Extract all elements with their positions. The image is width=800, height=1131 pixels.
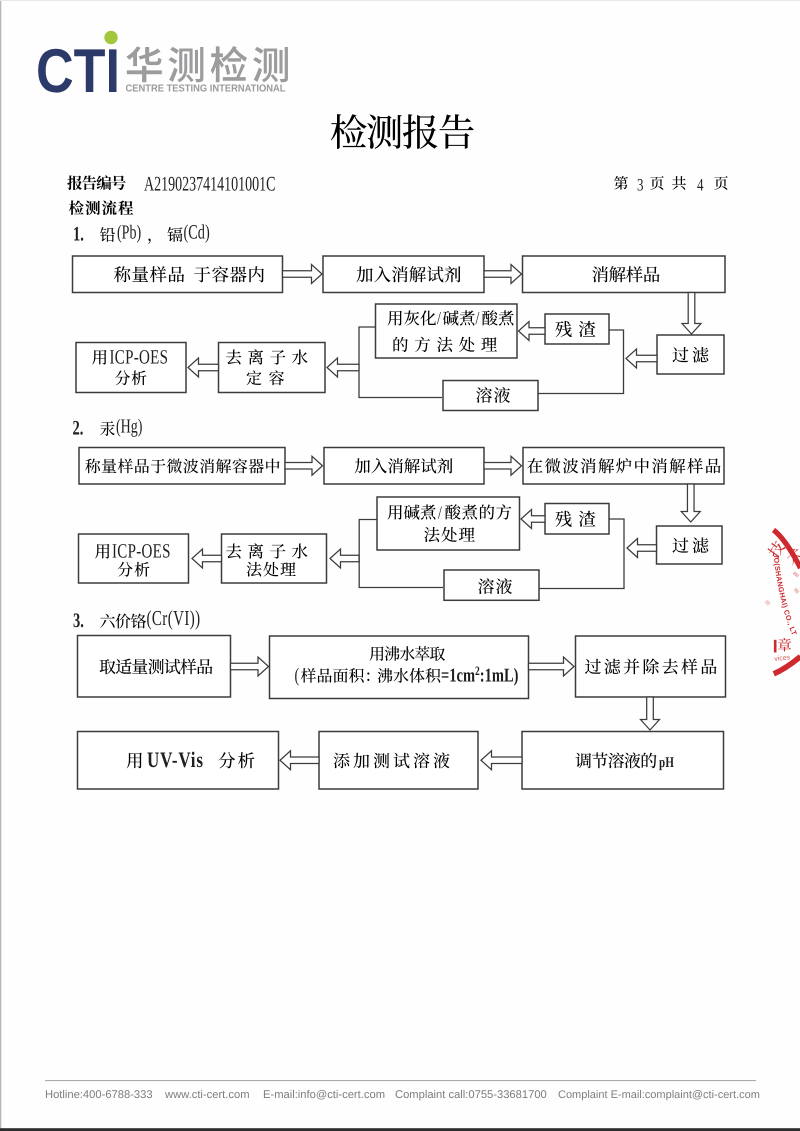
svg-text:2.: 2. xyxy=(73,418,84,441)
svg-text:(Pb): (Pb) xyxy=(117,223,141,244)
svg-text:(Cd): (Cd) xyxy=(184,222,210,245)
svg-text:CTI: CTI xyxy=(36,37,120,106)
svg-text:UV-Vis: UV-Vis xyxy=(147,747,204,772)
svg-text:/: / xyxy=(476,310,480,330)
svg-text:A2190237414101001C: A2190237414101001C xyxy=(144,174,275,196)
svg-text:ICP-OES: ICP-OES xyxy=(110,347,169,369)
svg-text:(Hg): (Hg) xyxy=(116,417,143,438)
svg-text:www.cti-cert.com: www.cti-cert.com xyxy=(164,1089,250,1101)
svg-text:vices: vices xyxy=(774,653,791,663)
svg-text:/: / xyxy=(437,310,441,330)
svg-text:(Cr(VI)): (Cr(VI)) xyxy=(147,608,201,631)
svg-text:4: 4 xyxy=(697,174,704,194)
svg-text:Complaint call:0755-33681700: Complaint call:0755-33681700 xyxy=(395,1089,547,1101)
svg-text:3: 3 xyxy=(637,174,644,194)
svg-text:3.: 3. xyxy=(73,610,84,633)
svg-text:=1cm2:1mL): =1cm2:1mL) xyxy=(441,665,519,687)
svg-text:1.: 1. xyxy=(73,224,84,247)
svg-text:pH: pH xyxy=(659,755,674,771)
svg-text:E-mail:info@cti-cert.com: E-mail:info@cti-cert.com xyxy=(263,1089,385,1101)
svg-text:ICP-OES: ICP-OES xyxy=(112,541,171,563)
svg-text:/: / xyxy=(438,504,442,524)
svg-text:CENTRE TESTING INTERNATIONAL: CENTRE TESTING INTERNATIONAL xyxy=(126,84,286,95)
svg-text:Hotline:400-6788-333: Hotline:400-6788-333 xyxy=(45,1089,153,1101)
svg-text:Complaint E-mail:complaint@cti: Complaint E-mail:complaint@cti-cert.com xyxy=(558,1089,760,1101)
svg-text:(: ( xyxy=(295,666,300,687)
